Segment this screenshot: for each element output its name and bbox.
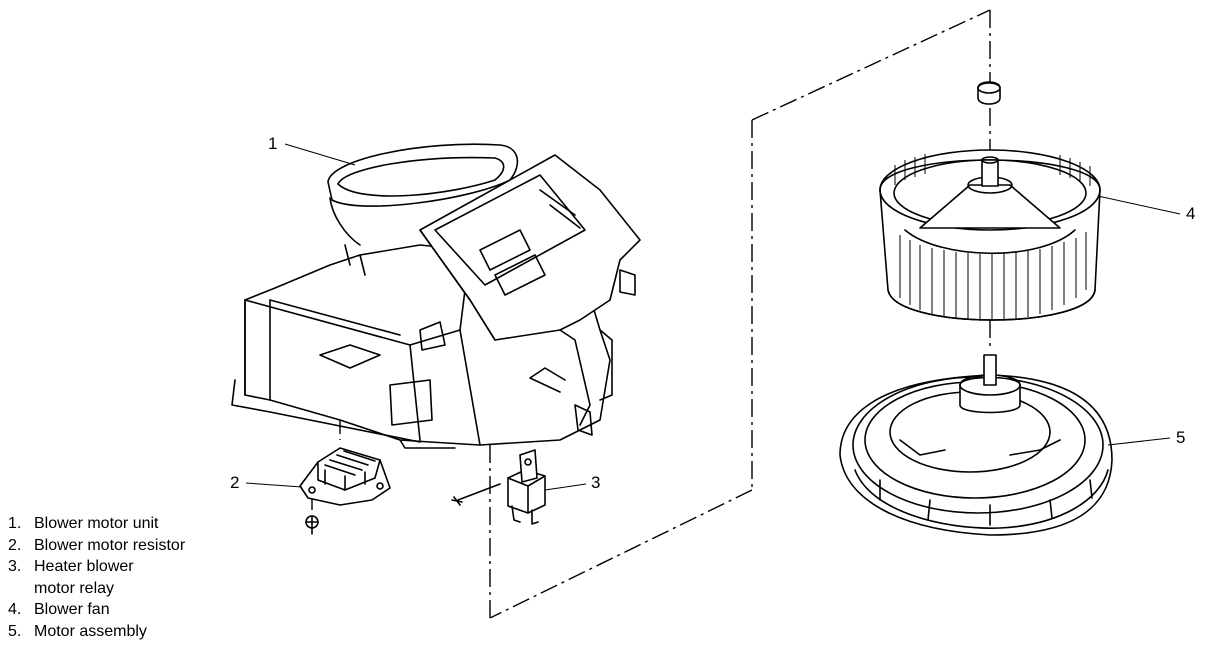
legend-item: 5. Motor assembly xyxy=(8,621,185,643)
blower-motor-resistor-drawing xyxy=(299,447,391,535)
callout-3: 3 xyxy=(591,473,601,492)
blower-motor-unit-drawing xyxy=(231,143,641,449)
heater-blower-motor-relay-drawing xyxy=(451,449,546,525)
legend-number: 2. xyxy=(8,536,22,554)
callout-5: 5 xyxy=(1176,428,1186,447)
motor-assembly-drawing xyxy=(839,354,1113,536)
legend-item: 3. Heater blower motor relay xyxy=(8,556,185,599)
legend-item: 2. Blower motor resistor xyxy=(8,535,185,557)
leader-lines xyxy=(245,143,1181,491)
callout-2: 2 xyxy=(230,473,240,492)
legend-item: 4. Blower fan xyxy=(8,599,185,621)
legend-item: 1. Blower motor unit xyxy=(8,513,185,535)
legend-number: 4. xyxy=(8,601,22,618)
parts-legend: 1. Blower motor unit 2. Blower motor res… xyxy=(8,513,185,642)
legend-label: Heater blower motor relay xyxy=(34,558,134,597)
legend-number: 5. xyxy=(8,622,22,640)
legend-label: Blower fan xyxy=(34,601,110,618)
legend-number: 1. xyxy=(8,515,22,532)
legend-number: 3. xyxy=(8,558,22,575)
legend-label: Motor assembly xyxy=(34,622,147,640)
callout-4: 4 xyxy=(1186,204,1196,223)
blower-fan-drawing xyxy=(879,81,1101,321)
legend-label: Blower motor resistor xyxy=(34,536,186,554)
fan-blades xyxy=(894,154,1091,321)
legend-label: Blower motor unit xyxy=(34,515,159,532)
callout-1: 1 xyxy=(268,134,278,153)
